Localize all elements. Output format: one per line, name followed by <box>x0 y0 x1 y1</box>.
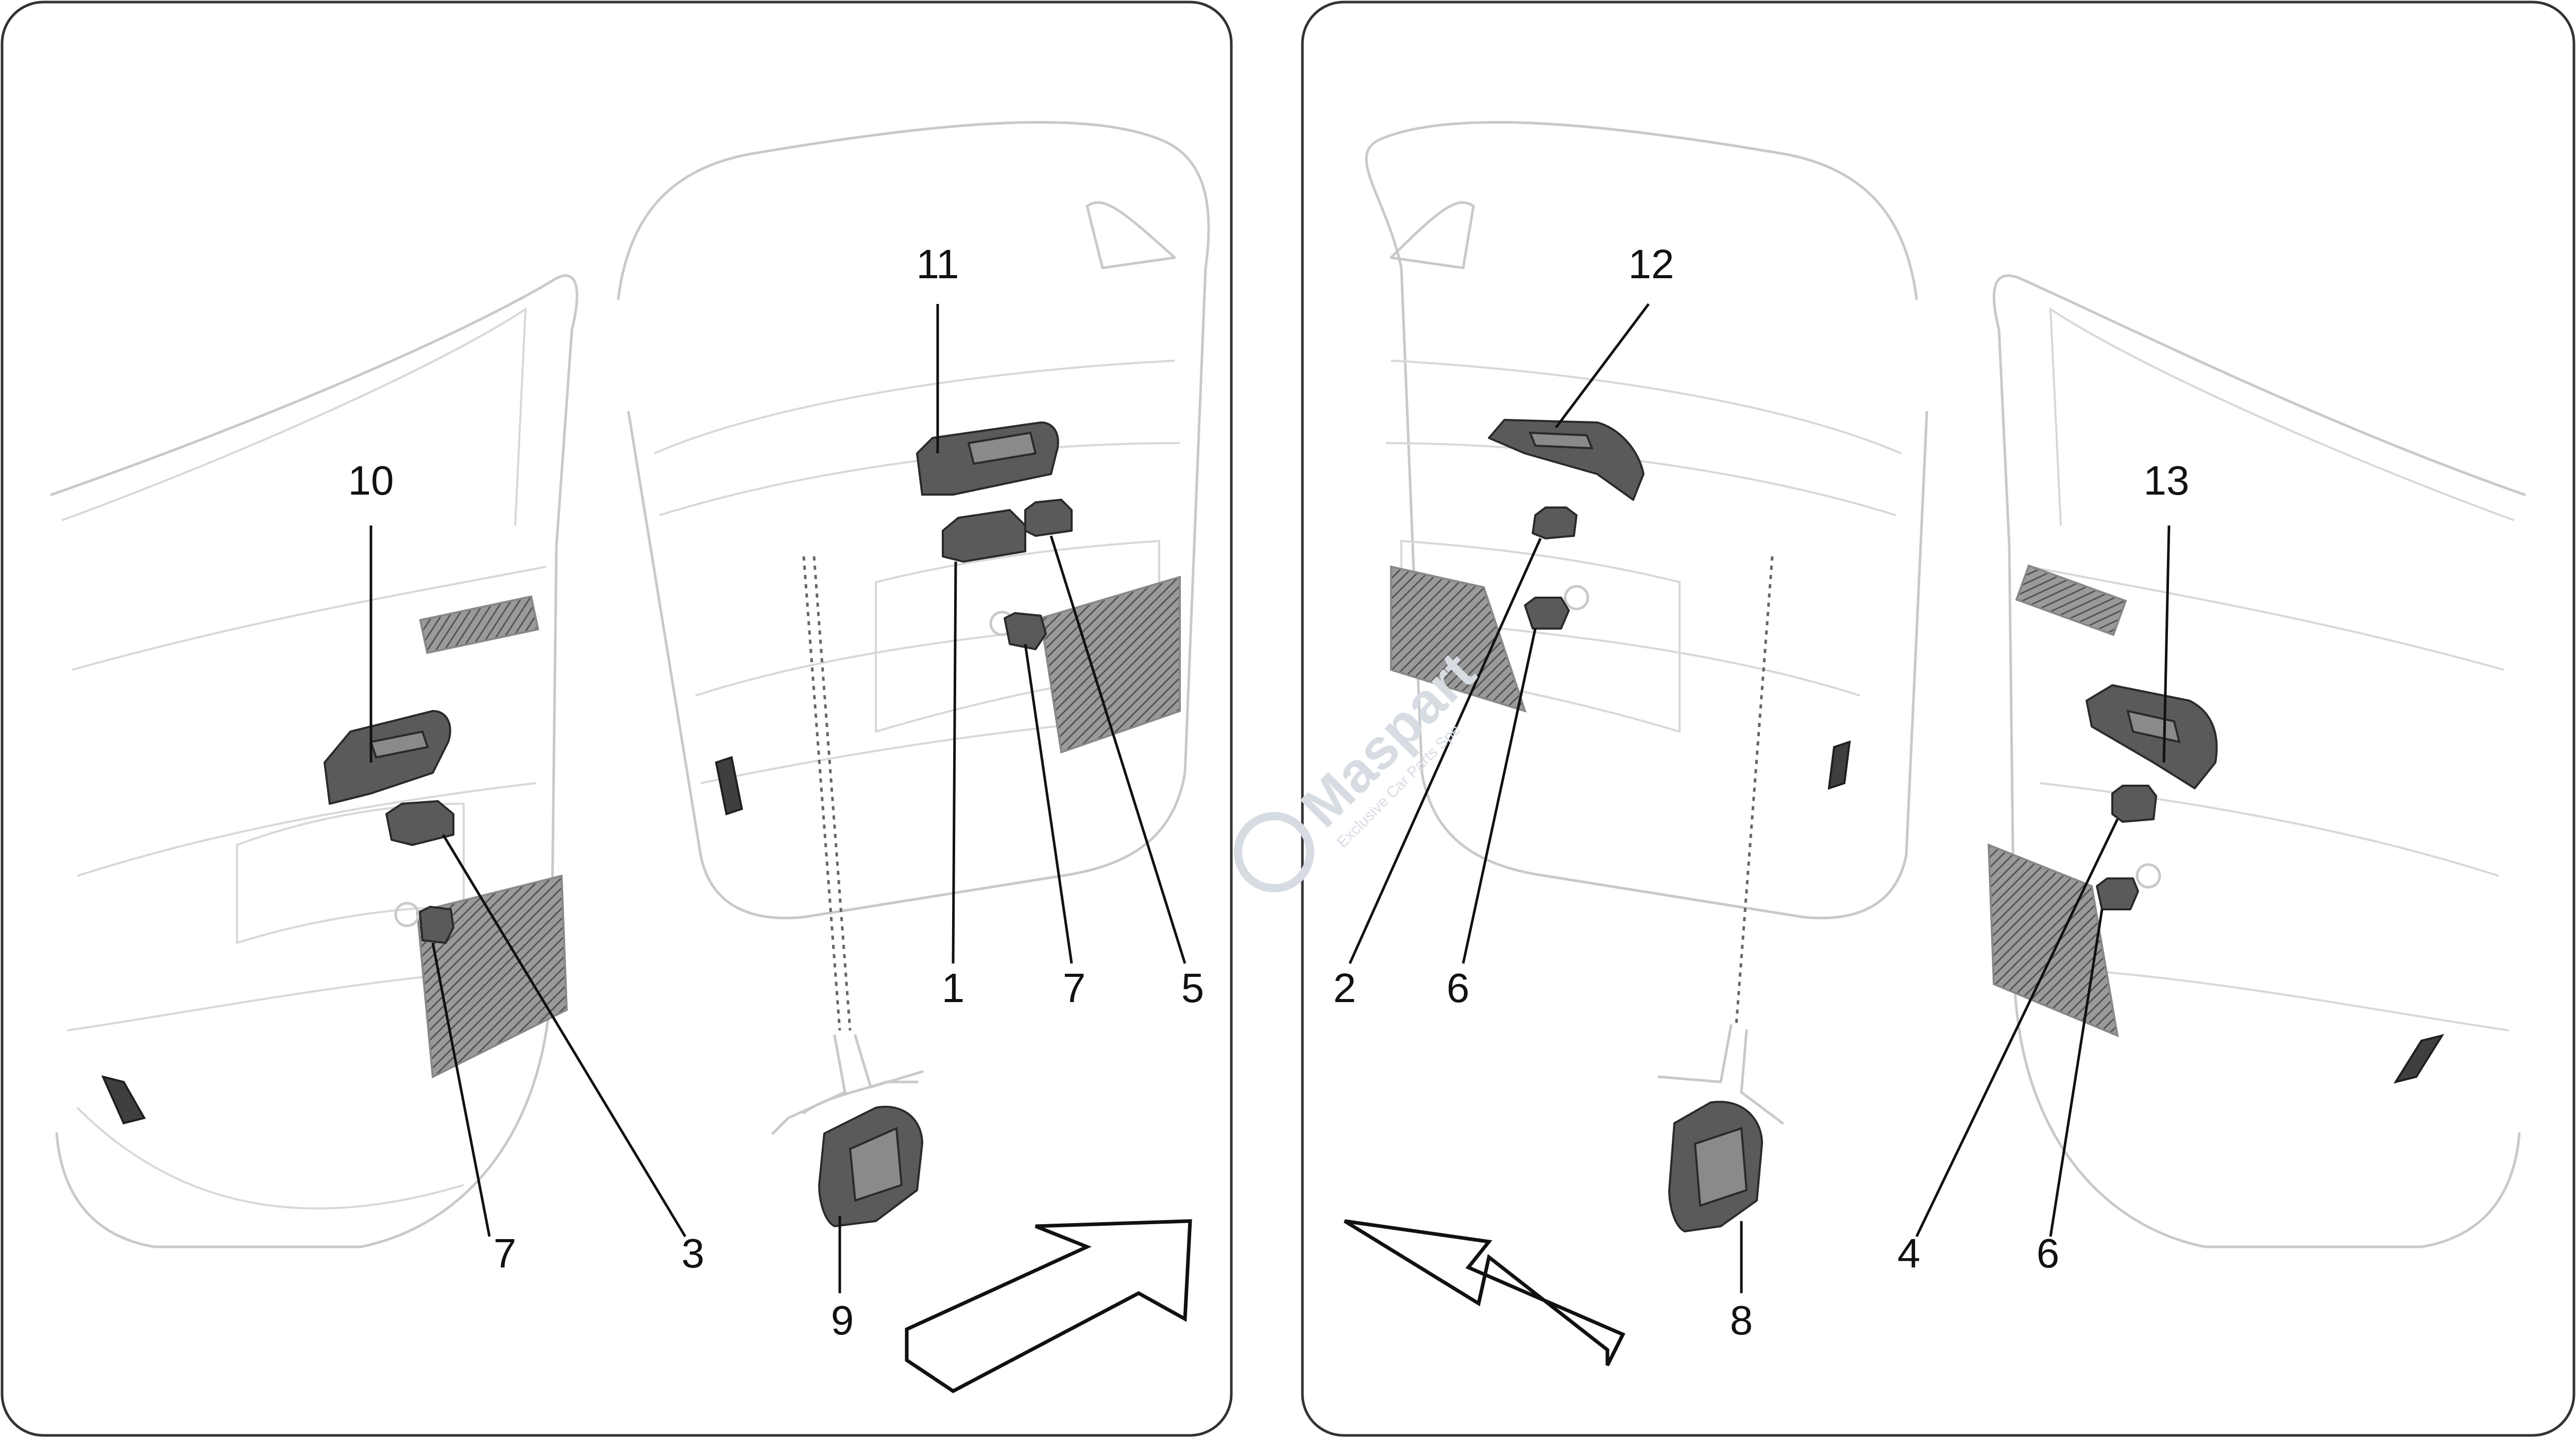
callout-13: 13 <box>2144 458 2190 503</box>
front-reflector-right <box>1827 740 1851 790</box>
door-lock-switch-7-front <box>989 611 1047 650</box>
window-switch-1 <box>942 509 1026 563</box>
rear-switch-bezel-13 <box>2086 684 2218 789</box>
rear-door-outline-right <box>1992 274 2526 1248</box>
callout-12: 12 <box>1629 241 1674 287</box>
callout-8: 8 <box>1730 1297 1753 1343</box>
door-lock-switch-6-rear <box>2096 863 2161 910</box>
mirror-switch-5 <box>1024 499 1073 537</box>
control-module-8 <box>1668 1101 1763 1232</box>
callout-2: 2 <box>1333 965 1357 1011</box>
callout-1: 1 <box>942 965 965 1011</box>
front-direction-arrow-left <box>905 1219 1192 1394</box>
callout-10: 10 <box>348 458 394 503</box>
callout-7-rear: 7 <box>494 1230 517 1276</box>
door-lock-switch-7-rear <box>394 902 454 944</box>
callout-11: 11 <box>916 241 959 287</box>
rear-reflector-right <box>2393 1034 2445 1084</box>
callout-6-front: 6 <box>1447 965 1470 1011</box>
front-speaker-grille-right <box>1390 565 1527 713</box>
rear-window-switch-3 <box>385 800 454 846</box>
door-lock-switch-6-front <box>1524 585 1589 630</box>
window-switch-2 <box>1532 506 1578 539</box>
right-panel <box>1301 1 2575 1437</box>
front-speaker-grille-left <box>1039 575 1181 754</box>
rear-lower-speaker-left <box>416 874 568 1079</box>
rear-window-switch-4 <box>2111 785 2157 823</box>
front-direction-arrow-right <box>1344 1219 1625 1366</box>
rear-lower-speaker-right <box>1987 843 2119 1038</box>
rear-reflector-left <box>101 1075 146 1125</box>
callout-5: 5 <box>1181 965 1205 1011</box>
rear-switch-bezel-10 <box>324 710 451 805</box>
callout-6-rear: 6 <box>2037 1230 2060 1276</box>
callout-3: 3 <box>682 1230 705 1276</box>
callout-9: 9 <box>831 1297 854 1343</box>
callout-4: 4 <box>1897 1230 1921 1276</box>
rear-speaker-grille-left <box>419 595 539 654</box>
callout-7-front: 7 <box>1063 965 1086 1011</box>
passenger-switch-bezel-12 <box>1488 419 1645 501</box>
front-reflector-left <box>715 756 743 816</box>
module-link-dotted-8 <box>1735 556 1774 1026</box>
rear-speaker-grille-right <box>2015 564 2127 636</box>
callout-labels: 11 10 1 7 5 7 3 9 12 13 2 6 4 6 8 <box>348 241 2190 1343</box>
left-panel <box>1 1 1233 1437</box>
master-switch-bezel-11 <box>916 421 1059 496</box>
